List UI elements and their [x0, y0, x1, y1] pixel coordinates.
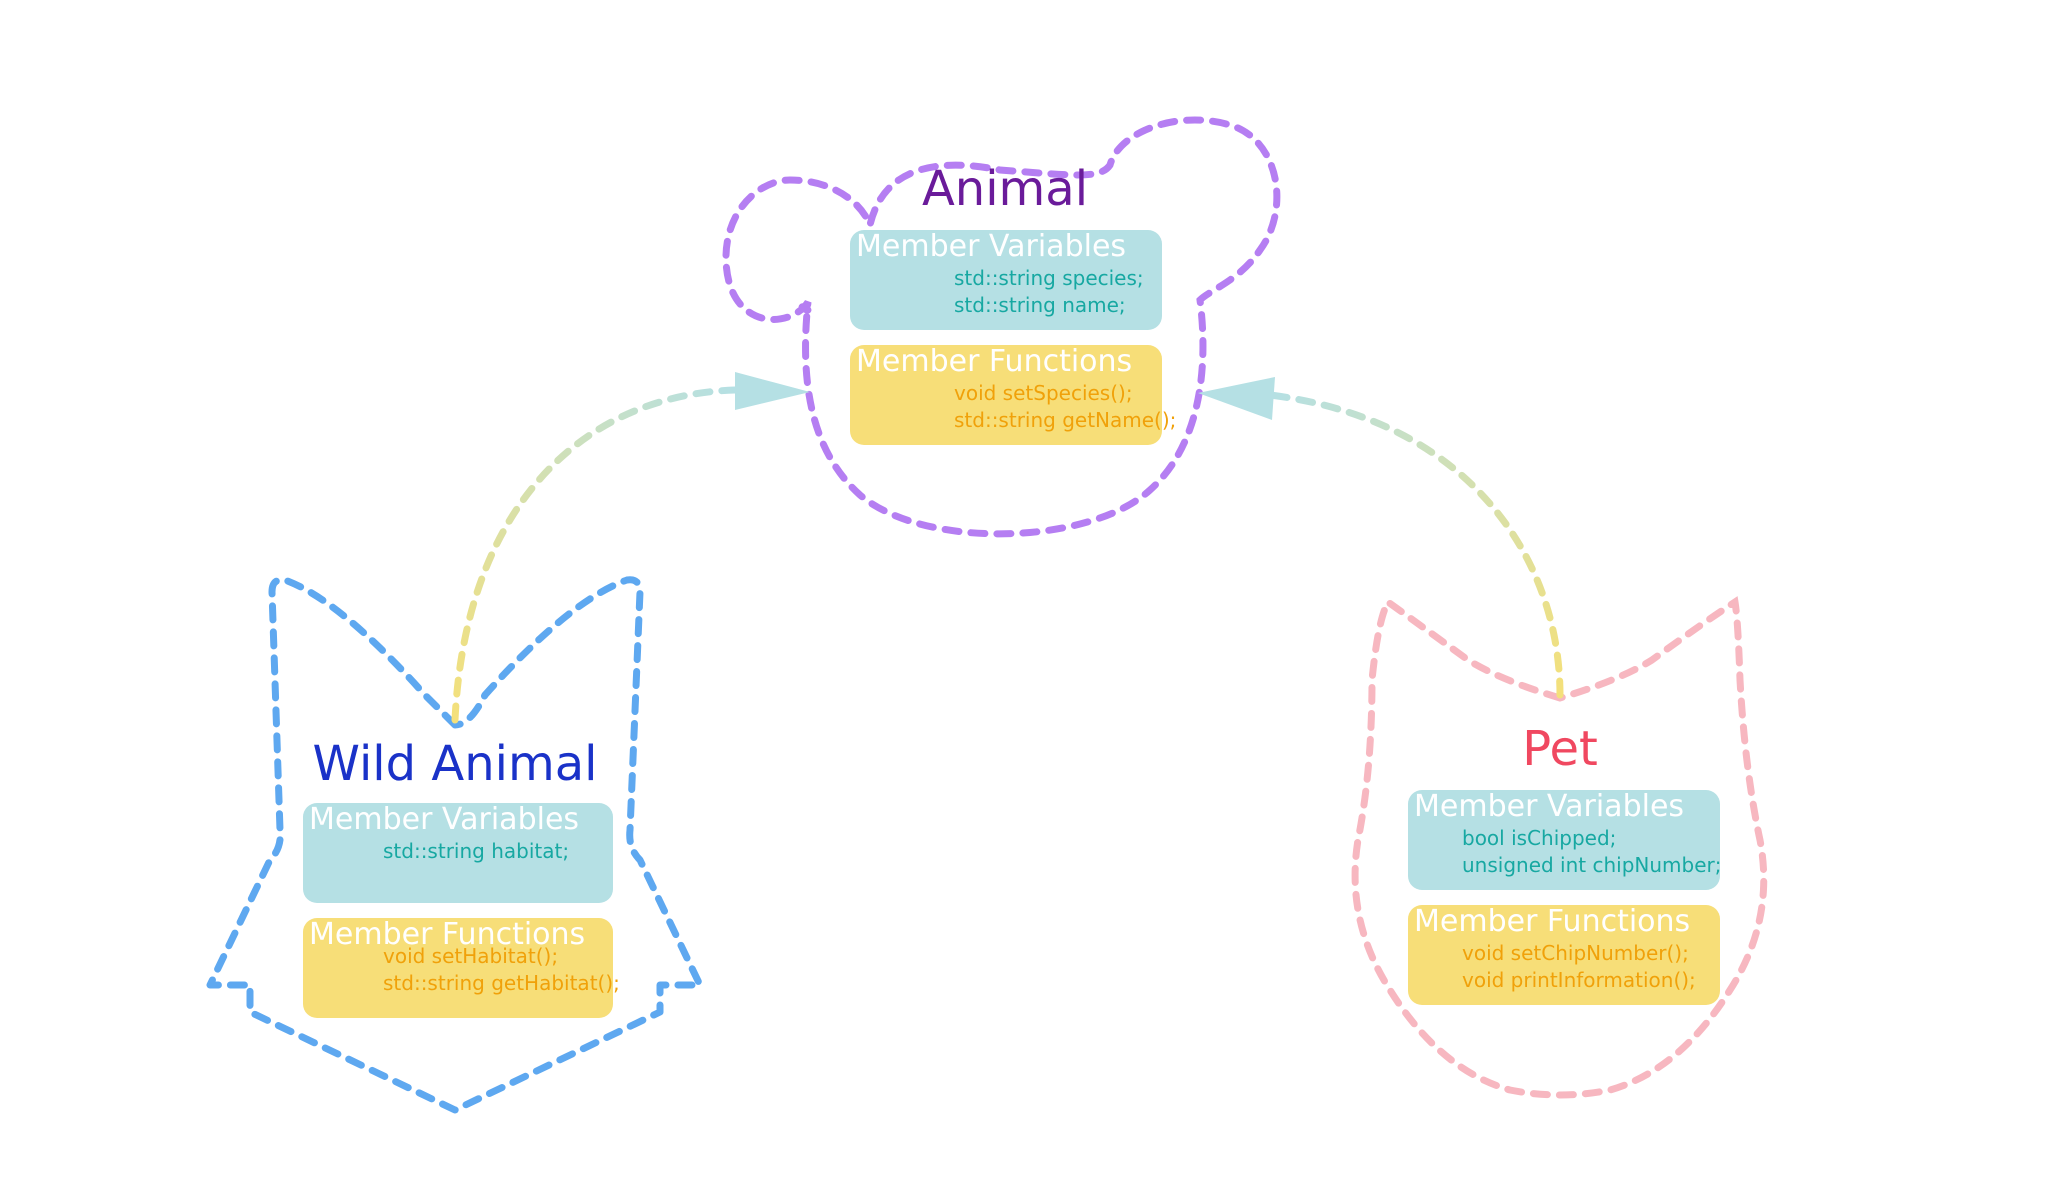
pet-variable-line: bool isChipped;: [1462, 826, 1617, 850]
animal-functions-header: Member Functions: [856, 344, 1133, 379]
pet-functions-header: Member Functions: [1414, 904, 1691, 939]
wild-functions-header: Member Functions: [309, 917, 586, 952]
animal-variables-box: Member Variables std::string species; st…: [850, 229, 1162, 330]
wild-function-line: void setHabitat();: [383, 944, 559, 968]
pet-cat-outline: [1351, 596, 1768, 1099]
wild-function-line: std::string getHabitat();: [383, 971, 620, 995]
animal-variable-line: std::string species;: [954, 266, 1144, 290]
wild-variable-line: std::string habitat;: [383, 839, 570, 863]
animal-functions-box: Member Functions void setSpecies(); std:…: [850, 344, 1176, 445]
wild-functions-box: Member Functions void setHabitat(); std:…: [303, 917, 620, 1018]
wild-fox-outline: [206, 576, 704, 1114]
pet-variable-line: unsigned int chipNumber;: [1462, 853, 1722, 877]
pet-class-title: Pet: [1522, 721, 1598, 777]
pet-functions-box: Member Functions void setChipNumber(); v…: [1408, 904, 1720, 1005]
animal-variables-header: Member Variables: [856, 229, 1127, 264]
wild-to-animal-arrow-line: [451, 386, 739, 724]
pet-variables-box: Member Variables bool isChipped; unsigne…: [1408, 789, 1722, 890]
animal-function-line: void setSpecies();: [954, 381, 1133, 405]
animal-class-title: Animal: [921, 161, 1089, 217]
animal-bear-outline: [722, 116, 1281, 538]
animal-function-line: std::string getName();: [954, 408, 1177, 432]
animal-variable-line: std::string name;: [954, 293, 1126, 317]
pet-variables-header: Member Variables: [1414, 789, 1685, 824]
wild-class-title: Wild Animal: [312, 736, 598, 792]
pet-to-animal-arrowhead: [1198, 377, 1275, 420]
pet-function-line: void setChipNumber();: [1462, 941, 1689, 965]
wild-variables-box: Member Variables std::string habitat;: [303, 802, 613, 903]
wild-variables-header: Member Variables: [309, 802, 580, 837]
wild-to-animal-arrowhead: [735, 372, 810, 410]
pet-function-line: void printInformation();: [1462, 968, 1696, 992]
pet-to-animal-arrow-line: [1266, 391, 1564, 699]
